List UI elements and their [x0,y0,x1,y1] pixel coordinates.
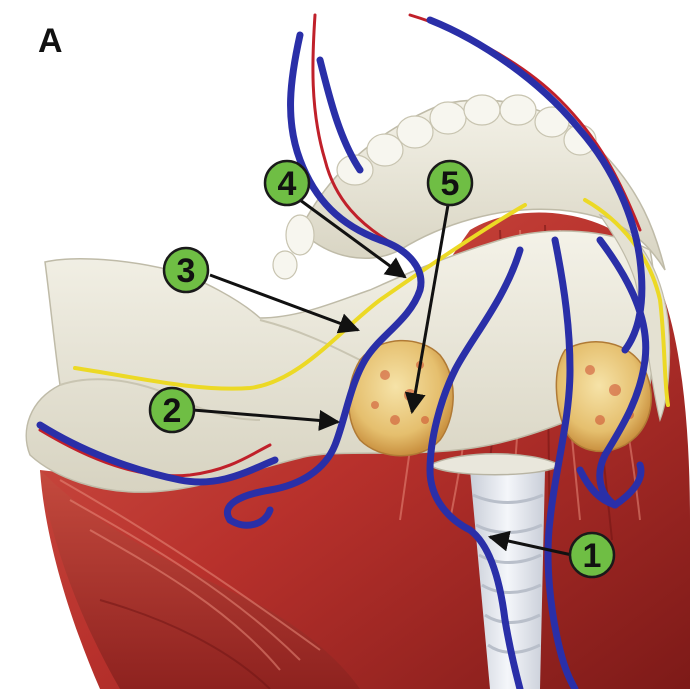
callout-arrow-4 [299,198,407,279]
callout-arrow-3 [209,273,360,334]
callout-5: 5 [426,159,474,207]
callout-label-3: 3 [177,252,196,290]
callout-circle-5 [426,159,474,207]
callout-label-2: 2 [163,392,182,430]
callout-circle-4 [263,159,311,207]
callout-circle-1 [568,531,616,579]
callout-2: 2 [148,386,196,434]
callout-1: 1 [568,531,616,579]
callout-4: 4 [263,159,311,207]
callout-arrows [192,198,573,557]
callout-arrow-2 [192,408,341,431]
lingual-nerve [73,198,670,407]
callout-arrow-5 [404,204,450,415]
callout-label-4: 4 [278,165,297,203]
panel-letter: A [38,22,63,60]
callout-circle-3 [162,246,210,294]
callout-arrow-1 [487,530,573,557]
callout-circle-2 [148,386,196,434]
submandibular-gland-right [555,341,652,453]
callout-3: 3 [162,246,210,294]
callout-label-1: 1 [583,537,602,575]
callout-label-5: 5 [441,165,460,203]
veins [36,16,650,689]
